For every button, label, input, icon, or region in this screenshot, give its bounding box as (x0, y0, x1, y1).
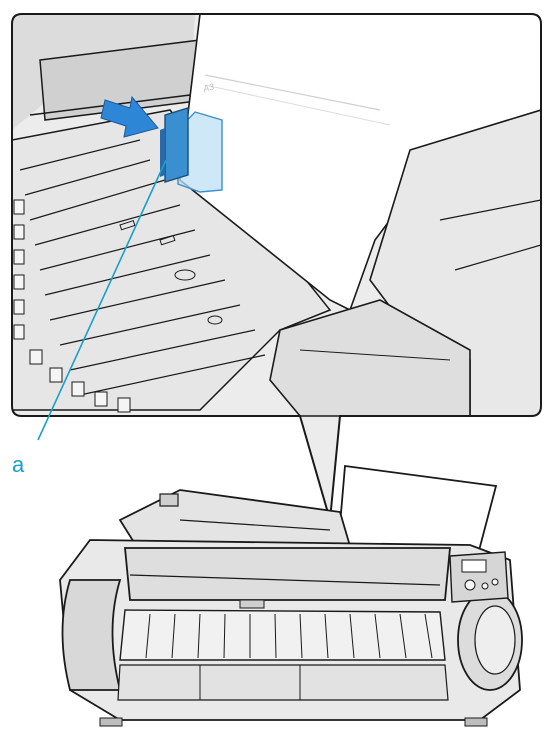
platen-ribs (19, 139, 266, 396)
callout-a: a (12, 159, 167, 477)
callout-leader-line (37, 159, 167, 441)
detail-callout-panel: A3 (11, 13, 542, 521)
feed-teeth (13, 199, 131, 413)
control-panel (449, 551, 509, 603)
callout-label-a: a (12, 452, 25, 477)
svg-text:A3: A3 (201, 81, 215, 94)
paper-guide-part (160, 107, 223, 193)
direction-arrow-icon (100, 95, 159, 138)
printer-overview (59, 464, 523, 727)
